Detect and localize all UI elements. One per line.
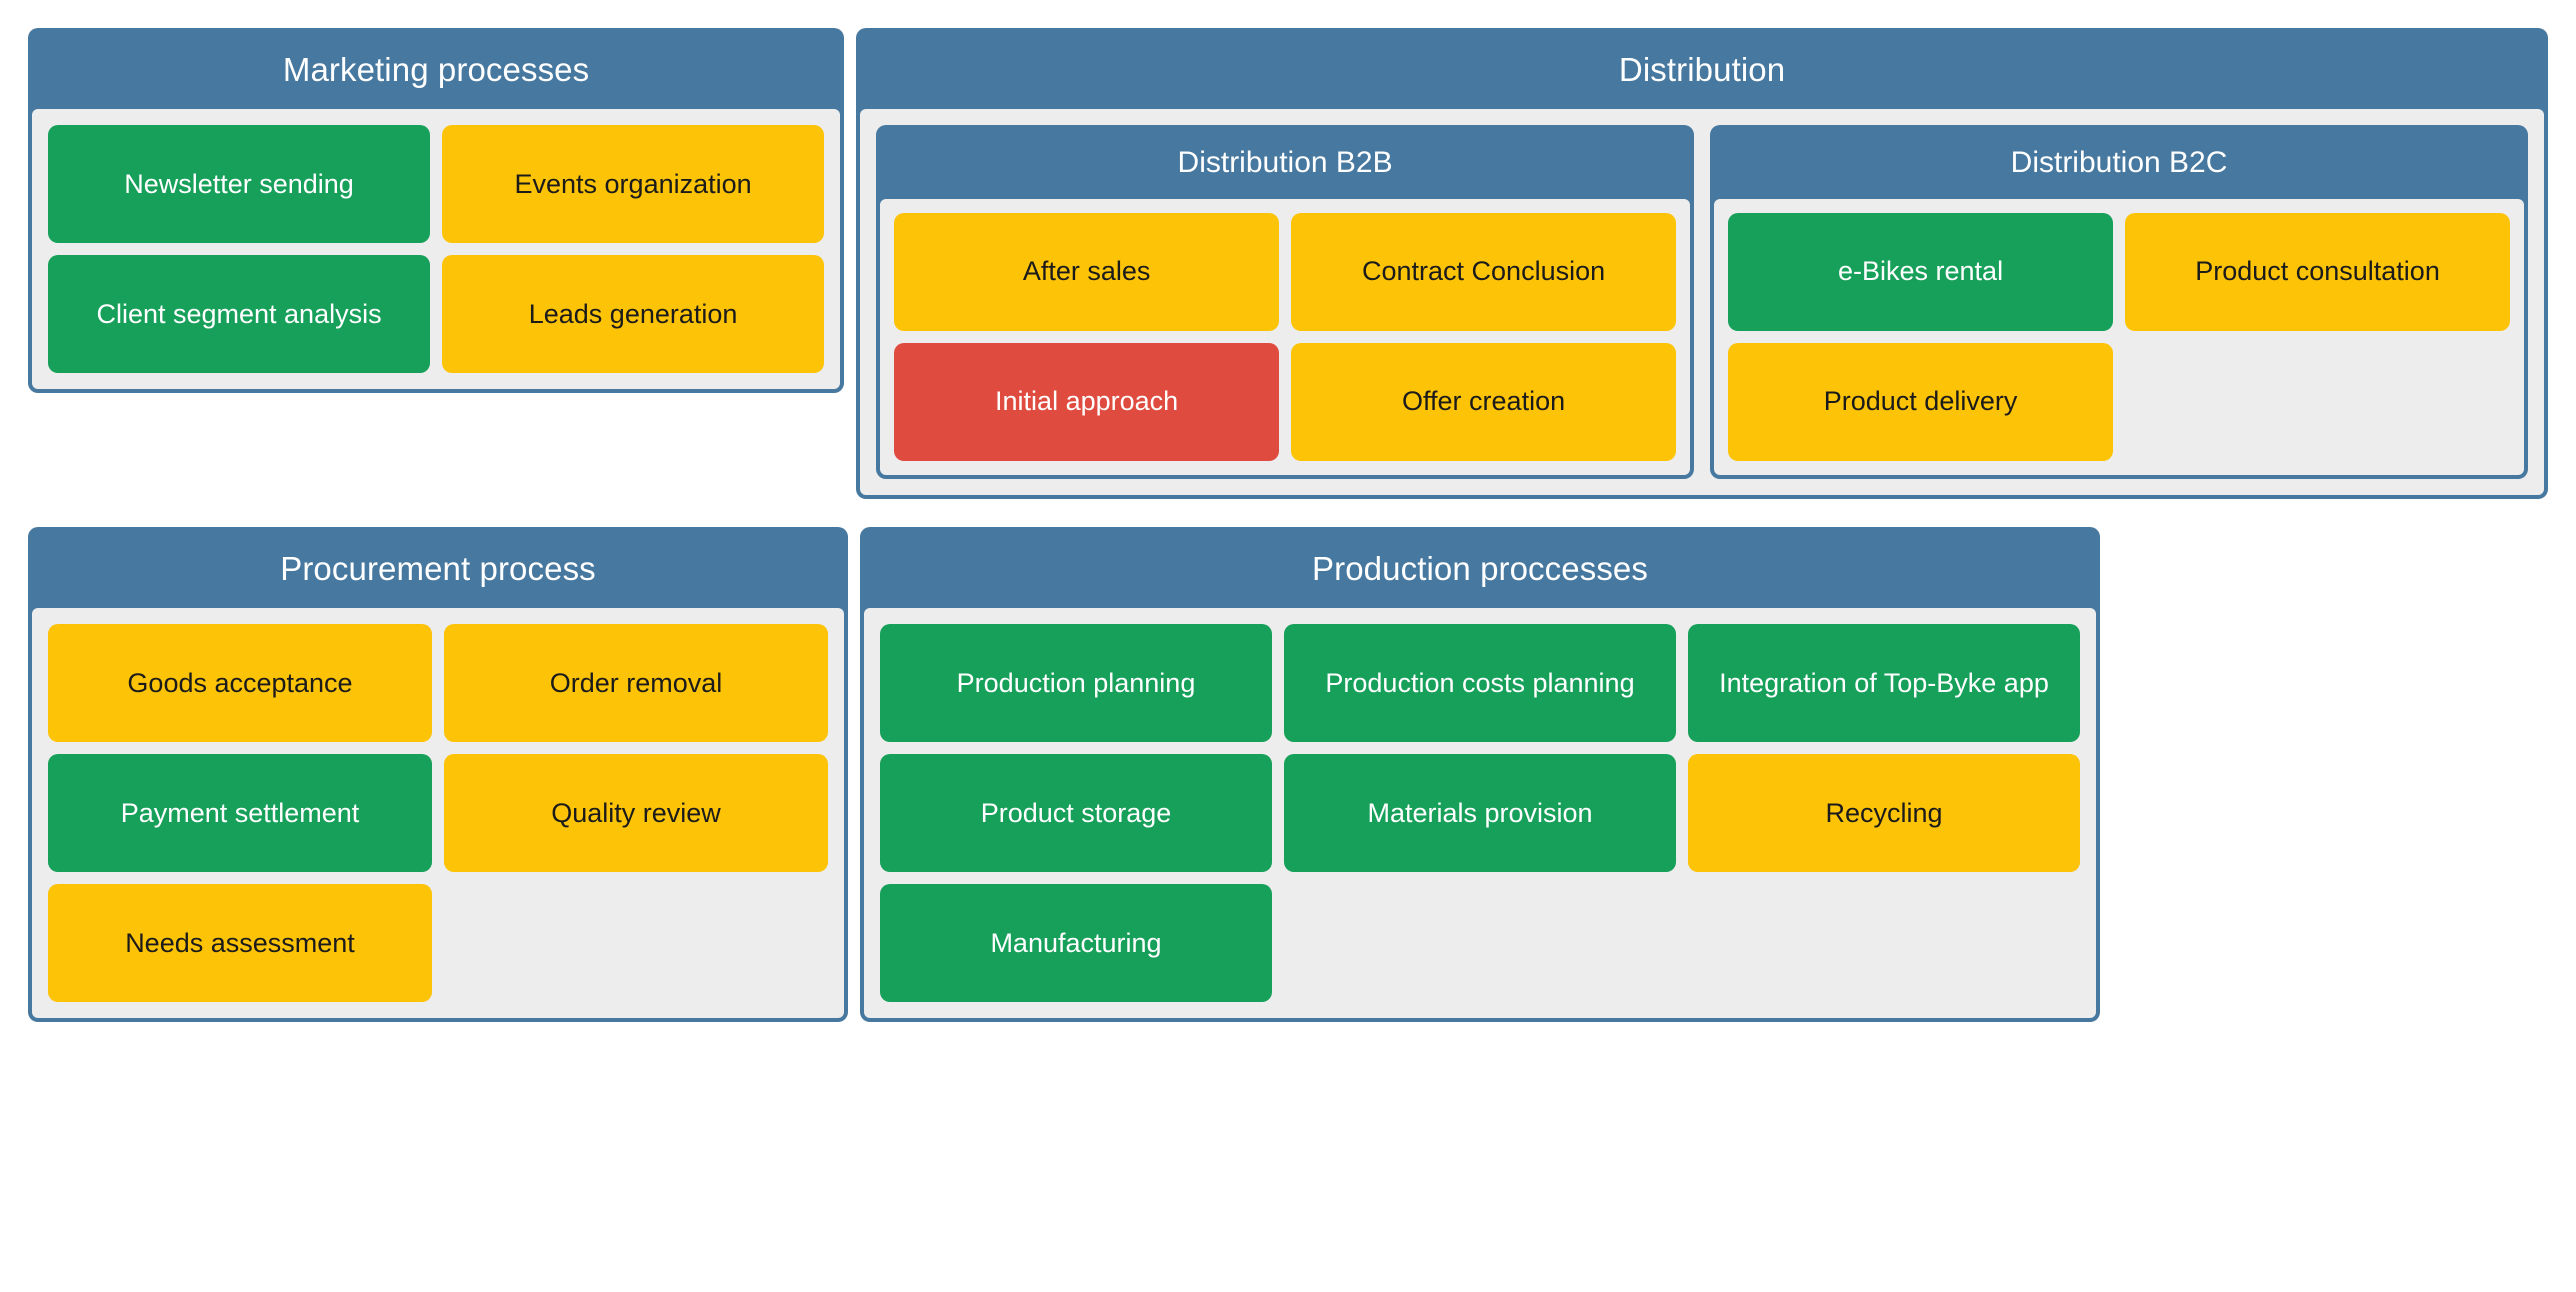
process-card[interactable]: Events organization [442,125,825,244]
process-card[interactable]: Product delivery [1728,342,2114,461]
process-card[interactable]: Payment settlement [48,754,432,872]
panel-title-production-processes: Production proccesses [1312,549,1648,587]
process-card[interactable]: Offer creation [1291,342,1677,461]
process-card[interactable]: Needs assessment [48,884,432,1002]
subpanel-title-distribution-b2b: Distribution B2B [1177,146,1393,180]
process-card[interactable]: Product storage [880,754,1272,872]
panel-title-distribution: Distribution [1618,51,1786,88]
process-card[interactable]: Product consultation [2125,212,2511,331]
process-card[interactable]: Client segment analysis [48,255,431,374]
process-card[interactable]: Recycling [1688,754,2080,872]
process-card[interactable]: Initial approach [894,342,1280,461]
process-card[interactable]: Integration of Top-Byke app [1688,624,2080,742]
process-card[interactable]: Materials provision [1284,754,1676,872]
process-card[interactable]: Manufacturing [880,884,1272,1002]
process-card[interactable]: e-Bikes rental [1728,212,2114,331]
process-card[interactable]: Order removal [444,624,828,742]
process-card[interactable]: Goods acceptance [48,624,432,742]
panel-production-processes[interactable]: Production proccesses Production plannin… [860,526,2100,1022]
process-card[interactable]: Newsletter sending [48,125,431,244]
panel-title-marketing-processes: Marketing processes [282,51,590,88]
panel-title-procurement-process: Procurement process [280,549,596,587]
panel-distribution[interactable]: Distribution Distribution B2B After sale… [856,28,2548,499]
subpanel-title-distribution-b2c: Distribution B2C [2010,146,2228,180]
process-card[interactable]: Quality review [444,754,828,872]
process-card[interactable]: Production planning [880,624,1272,742]
process-card[interactable]: Production costs planning [1284,624,1676,742]
process-card[interactable]: Contract Conclusion [1291,212,1677,331]
process-card[interactable]: Leads generation [442,255,825,374]
process-card[interactable]: After sales [894,212,1280,331]
